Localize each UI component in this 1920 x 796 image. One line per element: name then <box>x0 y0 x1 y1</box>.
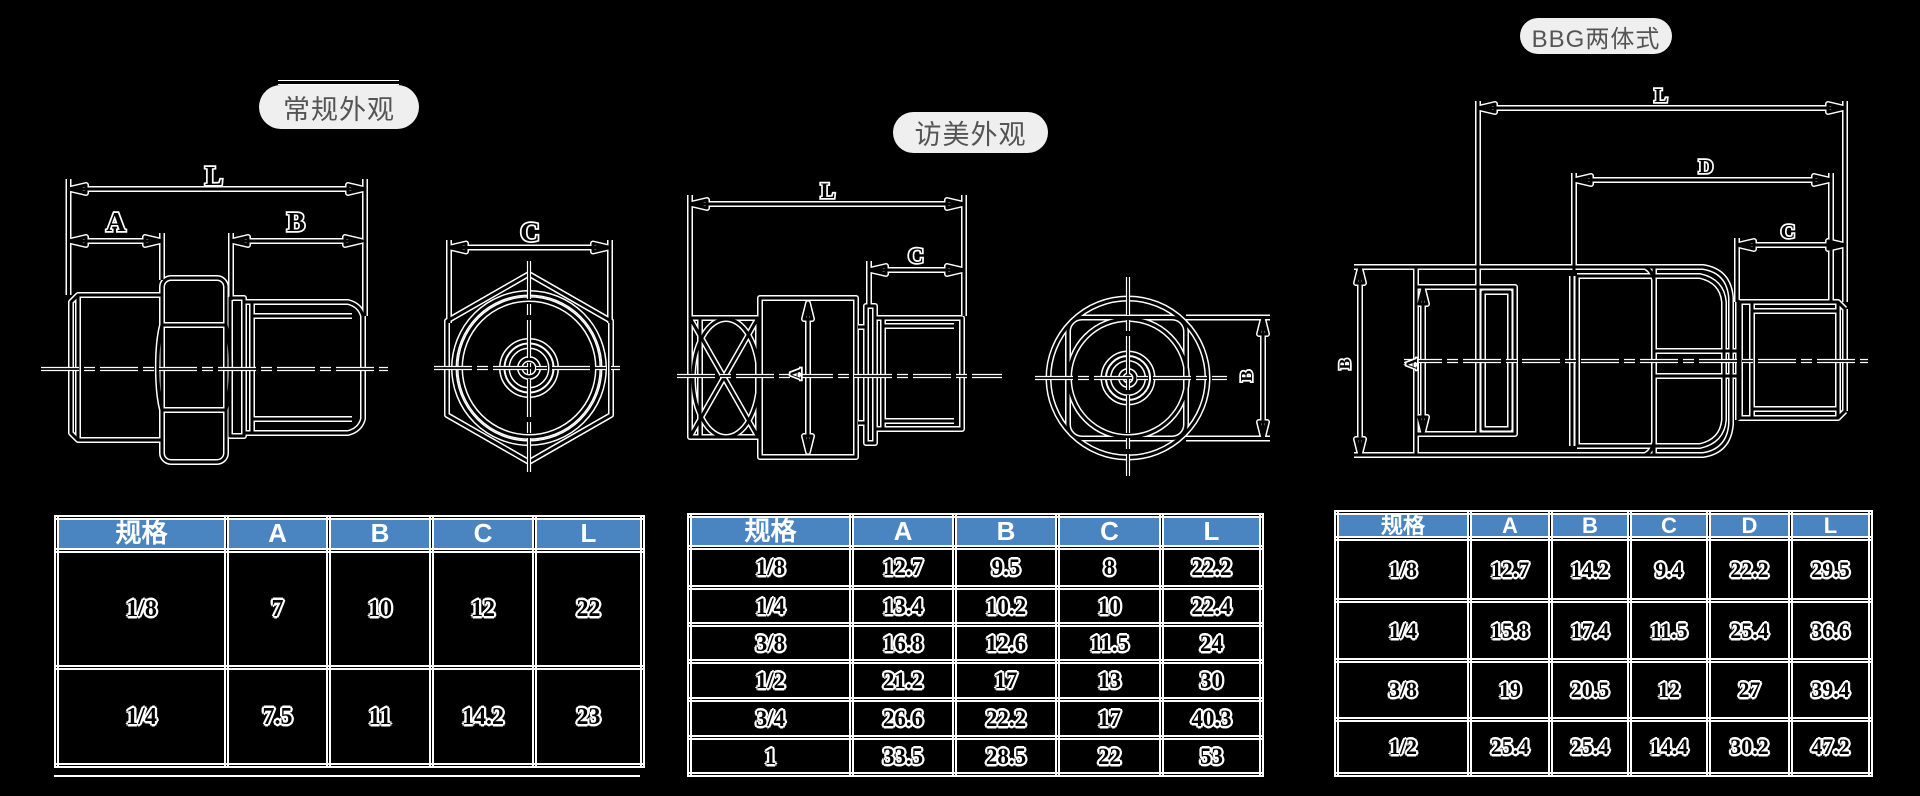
svg-text:A: A <box>1404 358 1421 370</box>
svg-text:C: C <box>908 243 924 268</box>
svg-text:B: B <box>1237 370 1256 381</box>
svg-text:L: L <box>205 161 223 191</box>
svg-text:A: A <box>106 207 126 237</box>
svg-text:L: L <box>821 178 836 203</box>
svg-text:C: C <box>520 217 540 247</box>
svg-text:D: D <box>1699 156 1713 178</box>
svg-text:L: L <box>1654 85 1667 107</box>
svg-text:A: A <box>788 368 805 380</box>
svg-text:B: B <box>1337 358 1354 369</box>
svg-text:B: B <box>287 207 305 237</box>
svg-text:C: C <box>1781 221 1795 243</box>
